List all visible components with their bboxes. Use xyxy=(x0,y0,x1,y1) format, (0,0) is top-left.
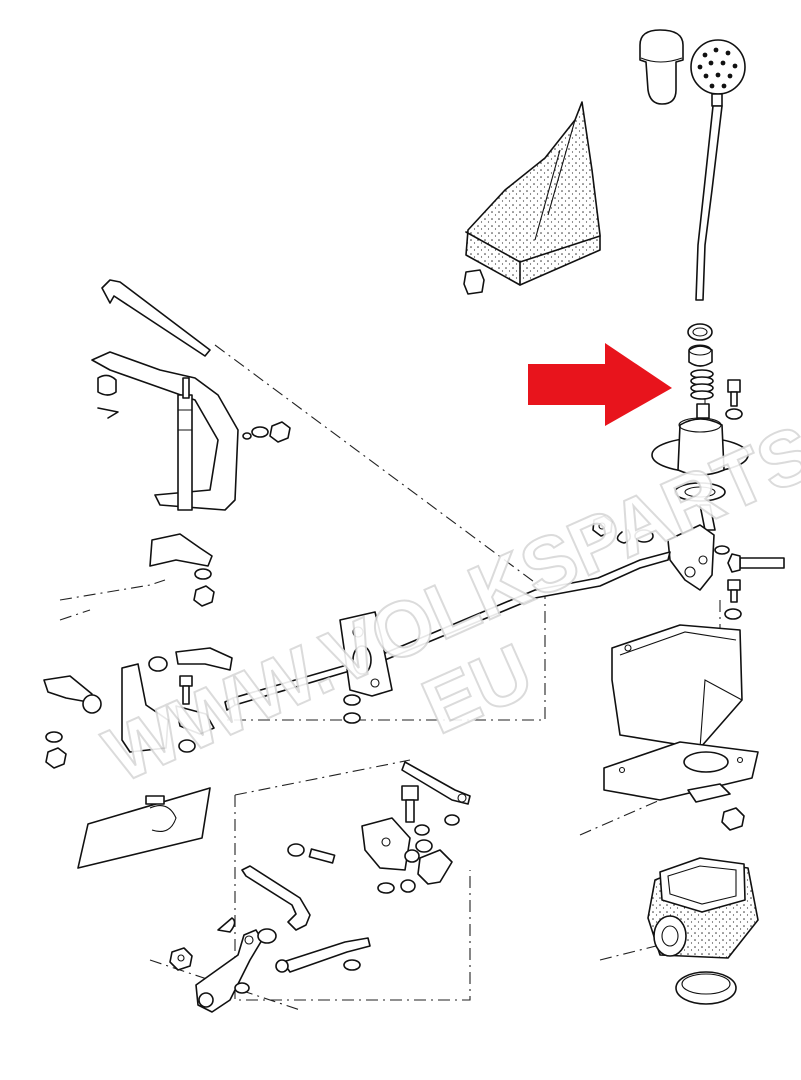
pivot-pin xyxy=(696,403,710,419)
selector-rod xyxy=(401,761,471,805)
lever-bracket xyxy=(611,624,743,749)
link-bush xyxy=(634,529,654,543)
mount-nut xyxy=(193,568,215,607)
link-bolt xyxy=(727,553,785,573)
lever-housing xyxy=(651,417,749,476)
gear-knob-dimpled xyxy=(690,39,746,107)
floor-cover-plate xyxy=(77,787,211,869)
gate-lever xyxy=(195,917,263,1013)
link-nut xyxy=(592,515,613,537)
tunnel-housing xyxy=(647,857,759,959)
tunnel-seal xyxy=(675,971,737,1005)
mount-washers xyxy=(242,421,291,443)
housing-bolt xyxy=(725,379,743,420)
gate-rod xyxy=(241,865,311,931)
link-clip xyxy=(616,529,632,544)
gate-bush xyxy=(257,928,277,944)
shift-lever xyxy=(695,105,723,301)
selector-bolt xyxy=(401,785,419,823)
clamp-bolt xyxy=(175,675,215,735)
boot-clip xyxy=(463,269,485,295)
lever-link xyxy=(667,504,716,591)
gate-nut xyxy=(169,947,193,971)
left-nuts xyxy=(45,731,196,769)
lever-circlip xyxy=(687,323,713,341)
lever-bushing xyxy=(688,344,713,367)
housing-gasket xyxy=(674,482,726,502)
selector-small-parts xyxy=(287,814,460,894)
link-washer xyxy=(714,545,730,555)
bracket-washers xyxy=(343,694,361,724)
left-linkage xyxy=(43,647,233,753)
bracket-bolt xyxy=(724,579,742,620)
lever-base-plate xyxy=(603,741,759,803)
mount-bolt xyxy=(97,374,119,419)
shift-rod xyxy=(224,551,671,711)
selector-lever xyxy=(361,817,453,885)
spring xyxy=(690,369,714,400)
arrow-right-icon xyxy=(528,343,672,426)
front-mount xyxy=(91,279,239,567)
base-nut xyxy=(721,807,745,831)
gear-knob-round xyxy=(639,29,684,105)
shift-boot xyxy=(465,101,601,286)
coupling-bracket xyxy=(339,611,393,697)
gate-link xyxy=(275,937,371,973)
